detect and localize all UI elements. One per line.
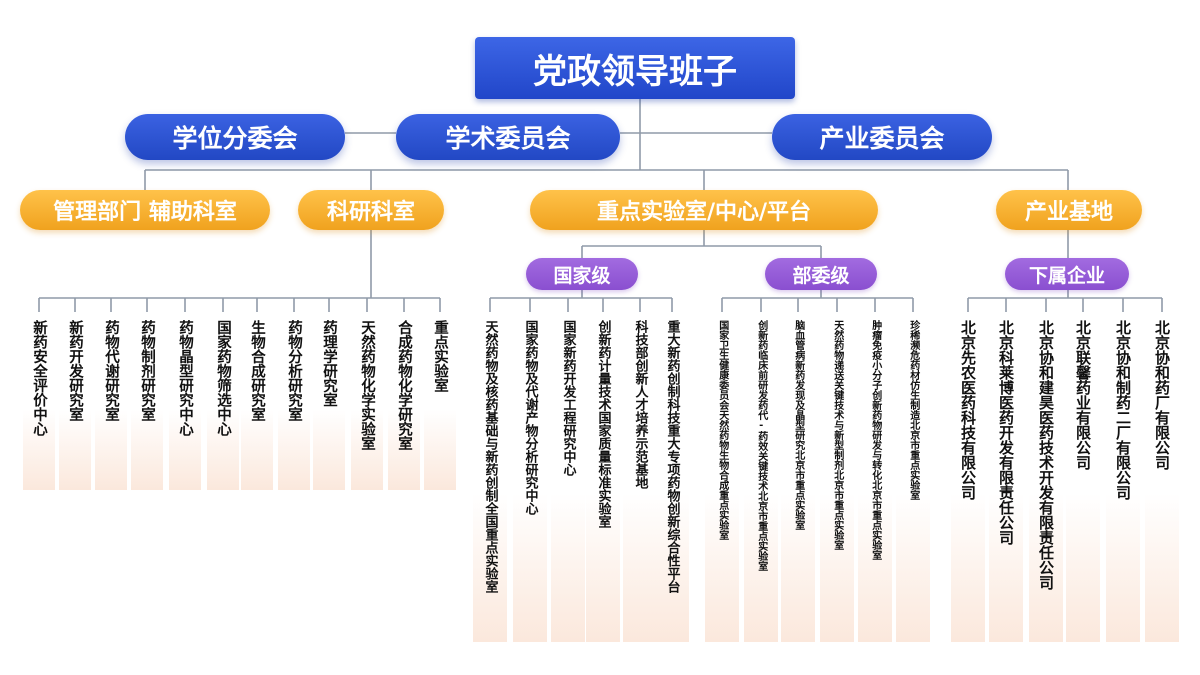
- research-room-12[interactable]: 重点实验室: [424, 312, 456, 490]
- research-room-label: 药物制剂研究室: [139, 320, 155, 422]
- company-label: 北京联馨药业有限公司: [1074, 320, 1092, 470]
- ministry-lab-1[interactable]: 国家卫生健康委员会天然药物生物合成重点实验室: [705, 312, 739, 642]
- research-room-label: 新药开发研究室: [67, 320, 83, 422]
- national-lab-4[interactable]: 创新药计量技术国家质量标准实验室: [586, 312, 620, 642]
- research-room-label: 国家药物筛选中心: [215, 320, 231, 436]
- ministry-lab-label: 创新药临床前研发药代-药效关键技术北京市重点实验室: [755, 320, 767, 571]
- company-4[interactable]: 北京联馨药业有限公司: [1066, 312, 1100, 642]
- research-departments-box[interactable]: 科研科室: [298, 190, 444, 230]
- national-lab-label: 国家新药开发工程研究中心: [560, 320, 576, 476]
- research-room-9[interactable]: 药理学研究室: [313, 312, 345, 490]
- research-room-8[interactable]: 药物分析研究室: [278, 312, 310, 490]
- research-room-label: 药物分析研究室: [286, 320, 302, 422]
- research-room-label: 药物晶型研究中心: [177, 320, 193, 436]
- subsidiaries-box[interactable]: 下属企业: [1005, 258, 1129, 290]
- national-lab-label: 创新药计量技术国家质量标准实验室: [595, 320, 611, 528]
- research-room-label: 重点实验室: [432, 320, 448, 393]
- company-3[interactable]: 北京协和建昊医药技术开发有限责任公司: [1029, 312, 1063, 642]
- research-room-7[interactable]: 生物合成研究室: [241, 312, 273, 490]
- ministry-level-box[interactable]: 部委级: [765, 258, 877, 290]
- key-labs-box[interactable]: 重点实验室/中心/平台: [530, 190, 878, 230]
- ministry-lab-label: 肿瘤免疫小分子创新药物研发与转化北京市重点实验室: [869, 320, 881, 560]
- industry-committee-box[interactable]: 产业委员会: [772, 114, 992, 160]
- company-label: 北京科莱博医药开发有限责任公司: [997, 320, 1015, 545]
- national-lab-label: 天然药物及核药基础与新药创制全国重点实验室: [482, 320, 498, 593]
- research-room-label: 生物合成研究室: [249, 320, 265, 422]
- national-lab-2[interactable]: 国家药物及代谢产物分析研究中心: [513, 312, 547, 642]
- ministry-lab-3[interactable]: 脑血管病新药发现及晶型研究北京市重点实验室: [781, 312, 815, 642]
- degree-subcommittee-box[interactable]: 学位分委会: [125, 114, 345, 160]
- company-1[interactable]: 北京先农医药科技有限公司: [951, 312, 985, 642]
- national-lab-3[interactable]: 国家新药开发工程研究中心: [551, 312, 585, 642]
- national-lab-1[interactable]: 天然药物及核药基础与新药创制全国重点实验室: [473, 312, 507, 642]
- company-label: 北京协和药厂有限公司: [1153, 320, 1171, 470]
- national-lab-label: 重大新药创制科技重大专项药物创新综合性平台: [664, 320, 680, 593]
- national-lab-label: 科技部创新人才培养示范基地: [632, 320, 648, 489]
- ministry-lab-label: 珍稀濒危药材仿生制造北京市重点实验室: [907, 320, 919, 500]
- research-room-label: 新药安全评价中心: [31, 320, 47, 436]
- national-lab-5[interactable]: 科技部创新人才培养示范基地: [623, 312, 657, 642]
- research-room-2[interactable]: 新药开发研究室: [59, 312, 91, 490]
- company-5[interactable]: 北京协和制药二厂有限公司: [1106, 312, 1140, 642]
- research-room-4[interactable]: 药物制剂研究室: [131, 312, 163, 490]
- ministry-lab-5[interactable]: 肿瘤免疫小分子创新药物研发与转化北京市重点实验室: [858, 312, 892, 642]
- management-departments-box[interactable]: 管理部门 辅助科室: [20, 190, 270, 230]
- ministry-lab-label: 天然药物递送关键技术与新型制剂北京市重点实验室: [831, 320, 843, 550]
- industry-base-box[interactable]: 产业基地: [996, 190, 1142, 230]
- research-room-label: 合成药物化学研究室: [396, 320, 412, 451]
- research-room-6[interactable]: 国家药物筛选中心: [207, 312, 239, 490]
- research-room-label: 天然药物化学实验室: [359, 320, 375, 451]
- leadership-box[interactable]: 党政领导班子: [475, 37, 795, 99]
- company-label: 北京协和建昊医药技术开发有限责任公司: [1037, 320, 1055, 590]
- national-lab-6[interactable]: 重大新药创制科技重大专项药物创新综合性平台: [655, 312, 689, 642]
- research-room-11[interactable]: 合成药物化学研究室: [388, 312, 420, 490]
- company-6[interactable]: 北京协和药厂有限公司: [1145, 312, 1179, 642]
- ministry-lab-label: 脑血管病新药发现及晶型研究北京市重点实验室: [792, 320, 804, 530]
- research-room-label: 药理学研究室: [321, 320, 337, 407]
- research-room-10[interactable]: 天然药物化学实验室: [351, 312, 383, 490]
- ministry-lab-2[interactable]: 创新药临床前研发药代-药效关键技术北京市重点实验室: [744, 312, 778, 642]
- company-label: 北京先农医药科技有限公司: [959, 320, 977, 500]
- research-room-3[interactable]: 药物代谢研究室: [95, 312, 127, 490]
- ministry-lab-label: 国家卫生健康委员会天然药物生物合成重点实验室: [716, 320, 728, 540]
- ministry-lab-4[interactable]: 天然药物递送关键技术与新型制剂北京市重点实验室: [820, 312, 854, 642]
- ministry-lab-6[interactable]: 珍稀濒危药材仿生制造北京市重点实验室: [896, 312, 930, 642]
- national-level-box[interactable]: 国家级: [526, 258, 638, 290]
- company-label: 北京协和制药二厂有限公司: [1114, 320, 1132, 500]
- research-room-5[interactable]: 药物晶型研究中心: [169, 312, 201, 490]
- national-lab-label: 国家药物及代谢产物分析研究中心: [522, 320, 538, 515]
- company-2[interactable]: 北京科莱博医药开发有限责任公司: [989, 312, 1023, 642]
- research-room-1[interactable]: 新药安全评价中心: [23, 312, 55, 490]
- research-room-label: 药物代谢研究室: [103, 320, 119, 422]
- academic-committee-box[interactable]: 学术委员会: [396, 114, 620, 160]
